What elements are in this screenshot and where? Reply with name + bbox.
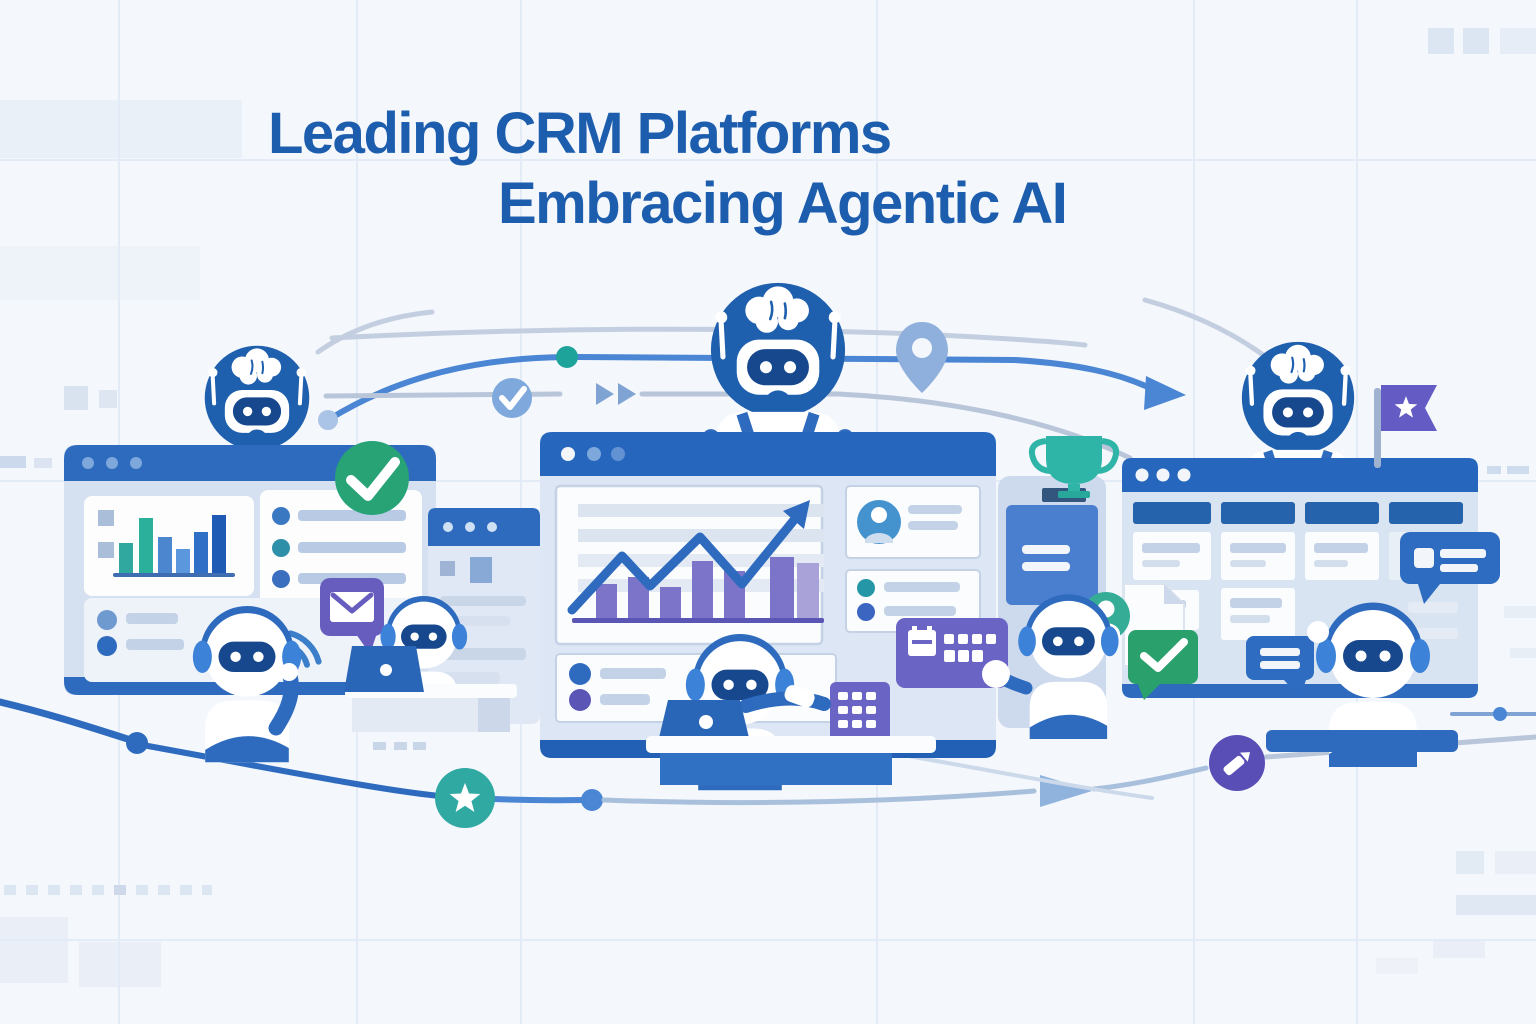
headline-line-2: Embracing Agentic AI	[498, 171, 1068, 236]
flag-star-icon	[1374, 385, 1437, 468]
flow-arrowhead-blue	[1144, 376, 1186, 410]
bullet-list-card	[845, 569, 981, 633]
center-analytics-window	[540, 432, 996, 758]
kanban-cards	[1133, 532, 1463, 640]
trend-line	[567, 515, 799, 615]
flow-dot-teal	[556, 346, 578, 368]
chevron-arrow-icon	[596, 383, 614, 405]
check-circle-green-icon	[335, 441, 409, 515]
trend-arrowhead	[783, 500, 810, 529]
traffic-dots	[561, 447, 625, 461]
desk-top	[1266, 730, 1458, 752]
desk-base	[660, 753, 892, 785]
purple-bars	[596, 557, 819, 618]
chevron-arrow-icon	[618, 383, 636, 405]
headline-line-1: Leading CRM Platforms	[268, 101, 892, 166]
left-dashboard-window	[64, 445, 436, 695]
bar-chart-panel	[84, 496, 254, 596]
trend-chart-panel	[554, 484, 824, 646]
kanban-column-headers	[1133, 502, 1463, 524]
calculator-icon	[830, 682, 890, 742]
headset-robot-laptop-left	[344, 600, 517, 732]
laptop-icon	[344, 646, 424, 692]
chat-bubble-large-icon	[1400, 532, 1500, 604]
mini-browser-window	[428, 508, 540, 724]
desk-top	[646, 736, 936, 753]
check-bubble-green-icon	[1128, 630, 1198, 700]
headset-robot-desk-center	[646, 639, 936, 790]
background-blocks	[0, 28, 1536, 987]
location-pin-icon	[896, 322, 948, 393]
chat-bubble-small-icon	[1246, 636, 1314, 698]
traffic-dots	[1135, 468, 1191, 482]
headset-robot-waving	[193, 611, 322, 762]
trophy-icon	[1028, 436, 1120, 502]
traffic-dots	[443, 522, 497, 532]
keyboard-panel-icon	[896, 618, 1008, 688]
star-badge-teal-icon	[435, 768, 495, 828]
headset-robot-keyboard	[982, 599, 1119, 739]
envelope-bubble-icon	[320, 578, 384, 654]
pencil-badge-purple-icon	[1209, 735, 1265, 791]
contact-card	[845, 485, 981, 559]
headset-robot-desk-right	[1266, 608, 1458, 767]
laptop-icon	[658, 700, 750, 742]
check-circle-light	[492, 378, 532, 418]
traffic-dots	[82, 457, 142, 469]
